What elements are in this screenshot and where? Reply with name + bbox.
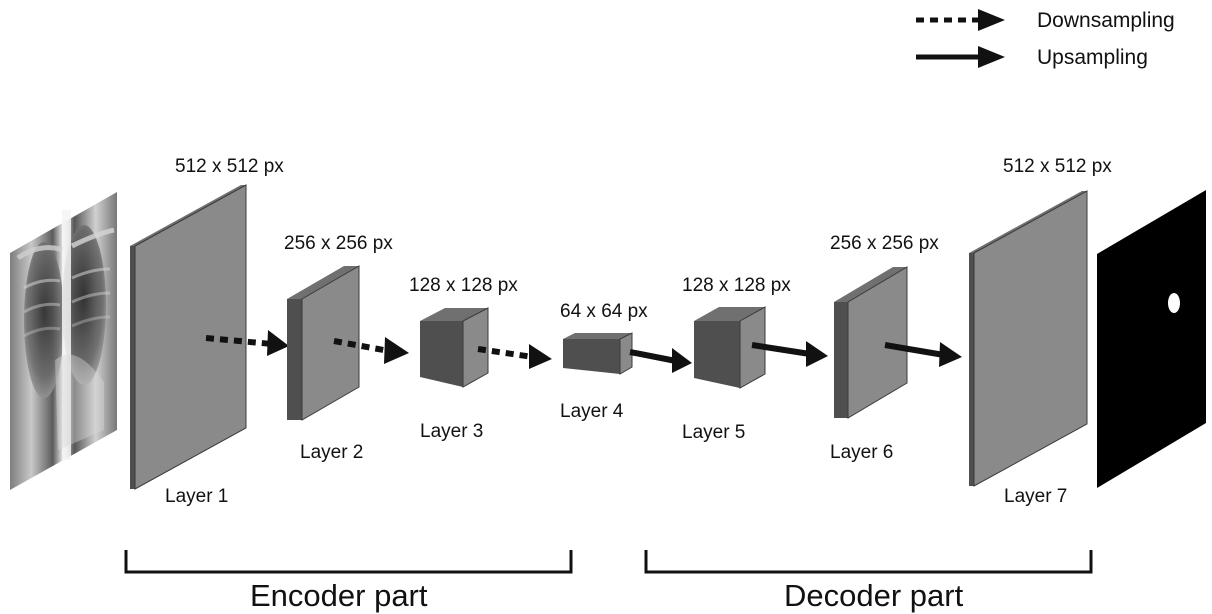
upsampling-arrow-2	[751, 341, 828, 367]
layer-2-block	[287, 265, 360, 421]
layer-5-label: Layer 5	[682, 422, 745, 443]
layer-1-block	[130, 184, 247, 490]
layer-4-block	[563, 332, 633, 375]
encoder-bracket	[124, 550, 573, 574]
downsampling-label: Downsampling	[1037, 9, 1175, 32]
layer-4-size: 64 x 64 px	[560, 301, 648, 322]
downsampling-arrow-2	[333, 337, 409, 364]
layer-1-size: 512 x 512 px	[175, 156, 284, 177]
input-xray-image	[10, 192, 117, 490]
decoder-part-label: Decoder part	[784, 578, 964, 613]
layer-3-size: 128 x 128 px	[409, 275, 518, 296]
layer-6-label: Layer 6	[830, 442, 893, 463]
layer-6-block	[834, 266, 908, 419]
layer-3-block	[420, 307, 489, 388]
output-segmentation-mask	[1097, 190, 1206, 488]
layer-2-size: 256 x 256 px	[284, 233, 393, 254]
layer-2-label: Layer 2	[300, 442, 363, 463]
downsampling-arrow-1	[205, 330, 289, 356]
downsampling-legend-icon	[916, 9, 1005, 31]
encoder-part-label: Encoder part	[250, 578, 428, 613]
layer-6-size: 256 x 256 px	[830, 233, 939, 254]
upsampling-label: Upsampling	[1037, 46, 1148, 69]
layer-4-label: Layer 4	[560, 401, 624, 422]
layer-1-label: Layer 1	[165, 486, 228, 507]
legend: Downsampling Upsampling	[916, 9, 1175, 69]
layer-7-block	[969, 190, 1088, 487]
downsampling-arrow-3	[477, 344, 552, 369]
layer-3-label: Layer 3	[420, 421, 483, 442]
layer-7-label: Layer 7	[1004, 486, 1067, 507]
upsampling-arrow-3	[884, 342, 962, 367]
upsampling-arrow-1	[629, 348, 692, 373]
layer-7-size: 512 x 512 px	[1003, 156, 1112, 177]
upsampling-legend-icon	[916, 46, 1005, 68]
decoder-bracket	[644, 550, 1093, 574]
layer-5-size: 128 x 128 px	[682, 275, 791, 296]
